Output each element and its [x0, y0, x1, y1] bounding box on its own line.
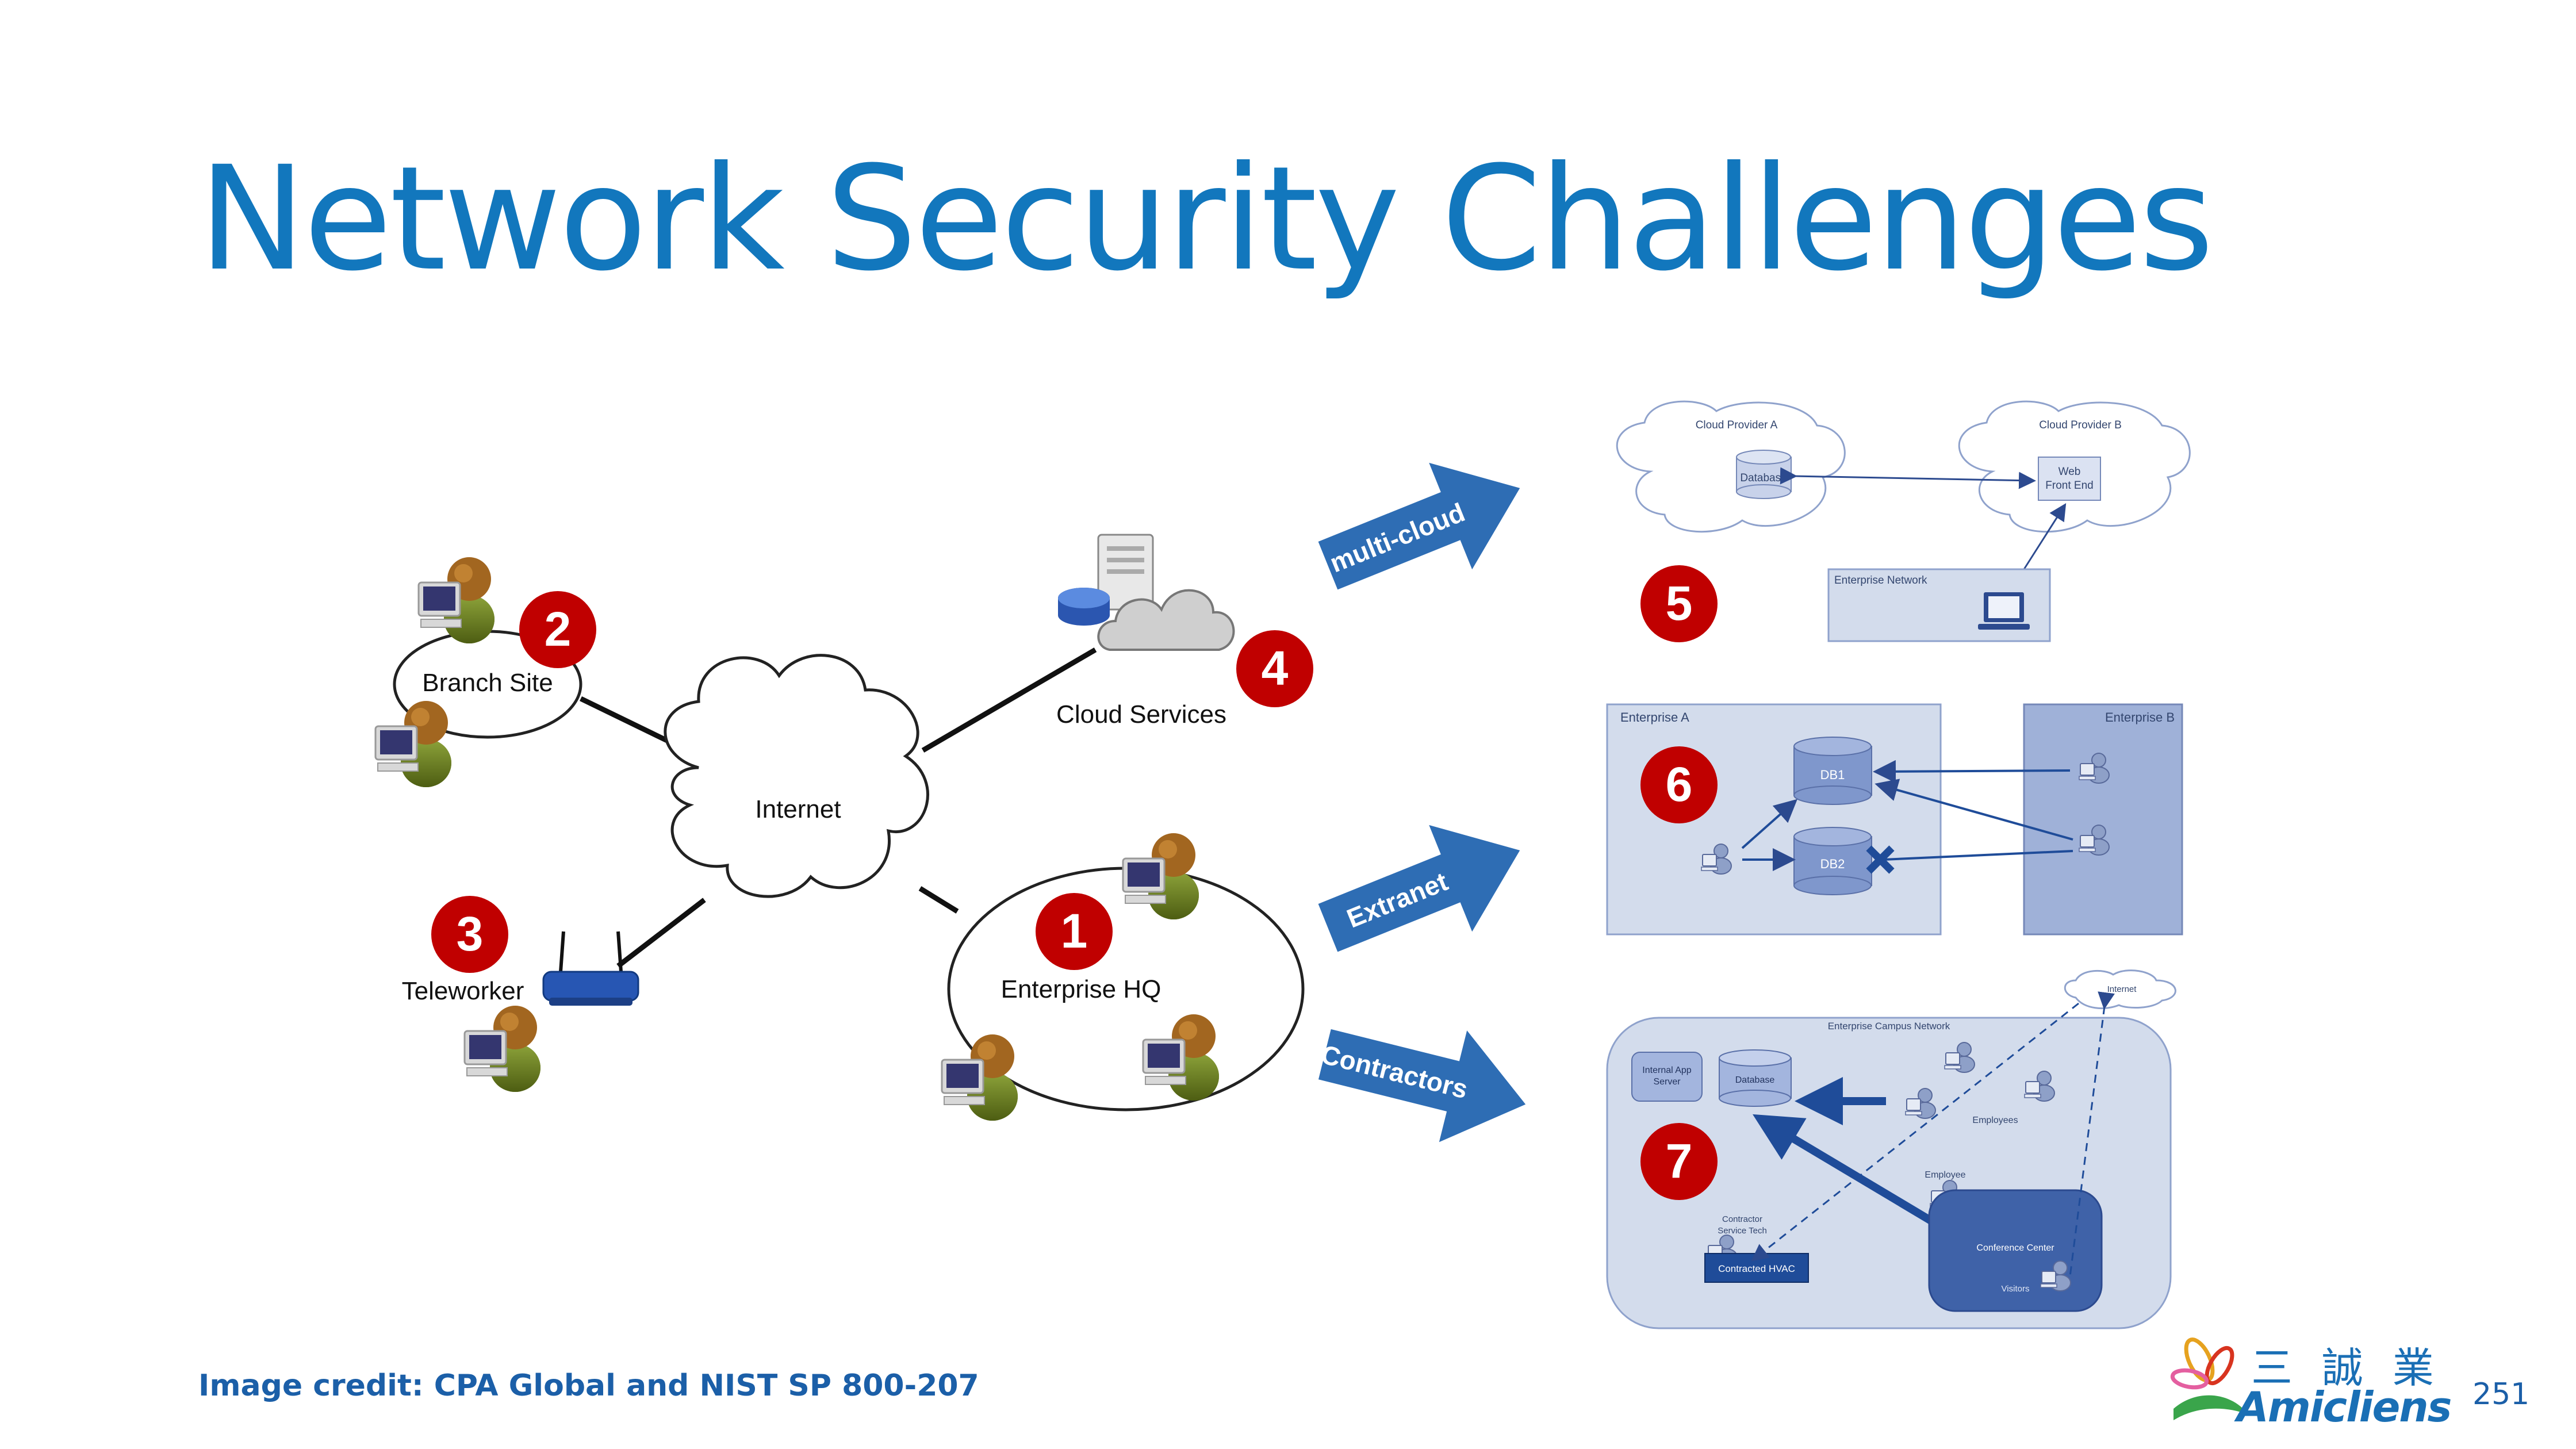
link-internet-teleworker [616, 898, 706, 968]
visitors-label: Visitors [2002, 1284, 2030, 1294]
cloud-provider-b-label: Cloud Provider B [2039, 419, 2122, 431]
badge-6: 6 [1640, 746, 1718, 823]
teleworker-user-icon [463, 1005, 542, 1093]
network-diagram: Internet Branch Site Cloud Services Tele… [374, 534, 1313, 1122]
panel-contractors: Enterprise Campus Network Internet Inter… [1606, 969, 2176, 1329]
web-front-end-box [2038, 457, 2101, 501]
db2-cylinder [1793, 827, 1872, 895]
svg-text:6: 6 [1666, 757, 1693, 811]
service-tech-label: Service Tech [1718, 1226, 1767, 1236]
server-label: Server [1653, 1077, 1681, 1087]
svg-text:3: 3 [457, 907, 484, 961]
svg-text:2: 2 [545, 602, 572, 656]
logo-english-text: Amicliens [2237, 1383, 2452, 1431]
db2-label: DB2 [1820, 857, 1845, 871]
cloud-provider-a-shape [1616, 400, 1846, 533]
blocked-x-icon [1866, 845, 1895, 874]
router-icon [542, 931, 639, 1006]
enterprise-b-label: Enterprise B [2105, 710, 2175, 724]
cloud-services-label: Cloud Services [1056, 700, 1226, 729]
app-server-box [1631, 1052, 1703, 1102]
contractor-internet-label: Internet [2107, 984, 2137, 994]
database-label: Database [1740, 472, 1787, 484]
branch-site-label: Branch Site [422, 669, 553, 697]
flower-logo-icon [2170, 1337, 2248, 1420]
svg-text:4: 4 [1262, 641, 1289, 695]
cloud-services-icon [1058, 534, 1235, 651]
conference-center-label: Conference Center [1976, 1243, 2054, 1253]
badge-2: 2 [519, 591, 596, 668]
arrow-contractors: Contractors [1318, 1029, 1526, 1143]
enterprise-network-label: Enterprise Network [1834, 574, 1927, 586]
link-branch-internet [580, 696, 683, 750]
enterprise-a-label: Enterprise A [1620, 710, 1689, 724]
panel-multicloud: Cloud Provider A Cloud Provider B Databa… [1616, 400, 2191, 642]
app-server-label: Internal App [1642, 1065, 1692, 1075]
branch-user-icon [374, 700, 453, 788]
contracted-hvac-label: Contracted HVAC [1718, 1263, 1795, 1274]
cloud-provider-a-label: Cloud Provider A [1696, 419, 1778, 431]
internet-label: Internet [755, 795, 841, 823]
enterprise-b-box [2023, 703, 2183, 936]
contractor-label: Contractor [1722, 1214, 1762, 1224]
teleworker-label: Teleworker [402, 977, 524, 1005]
laptop-icon [1978, 592, 2030, 630]
front-end-label: Front End [2045, 480, 2093, 492]
link-internet-hq [918, 886, 959, 914]
enterprise-hq-label: Enterprise HQ [1001, 975, 1162, 1003]
contractor-internet-cloud [2064, 969, 2176, 1010]
arrow-extranet: Extranet [1318, 825, 1520, 952]
link-internet-cloud [921, 647, 1097, 753]
web-label: Web [2058, 466, 2081, 478]
employee-label: Employee [1925, 1170, 1965, 1180]
employees-label: Employees [1972, 1116, 2018, 1125]
branch-user-icon [417, 556, 496, 645]
badge-4: 4 [1236, 630, 1313, 707]
slide-title: Network Security Challenges [198, 135, 2214, 302]
badge-1: 1 [1036, 893, 1113, 970]
arrow-multi-cloud: multi-cloud [1318, 462, 1520, 590]
badge-5: 5 [1640, 565, 1718, 642]
svg-text:1: 1 [1061, 904, 1088, 958]
page-number: 251 [2472, 1377, 2530, 1412]
campus-network-label: Enterprise Campus Network [1828, 1021, 1950, 1032]
logo-chinese-text: 三 誠 業 [2251, 1344, 2442, 1392]
company-logo: 三 誠 業 Amicliens [2168, 1334, 2452, 1438]
contractor-database-cylinder [1719, 1049, 1792, 1107]
panel-extranet: Enterprise A Enterprise B DB1 DB2 6 [1606, 703, 2183, 936]
image-credit: Image credit: CPA Global and NIST SP 800… [198, 1368, 979, 1403]
contractor-database-label: Database [1735, 1075, 1775, 1085]
svg-text:7: 7 [1666, 1134, 1693, 1188]
internet-cloud-shape [664, 654, 929, 898]
db1-label: DB1 [1820, 768, 1845, 782]
hq-user-icon [941, 1033, 1019, 1122]
badge-7: 7 [1640, 1123, 1718, 1200]
db1-cylinder [1793, 737, 1872, 805]
badge-3: 3 [431, 896, 508, 973]
svg-text:5: 5 [1666, 576, 1693, 630]
